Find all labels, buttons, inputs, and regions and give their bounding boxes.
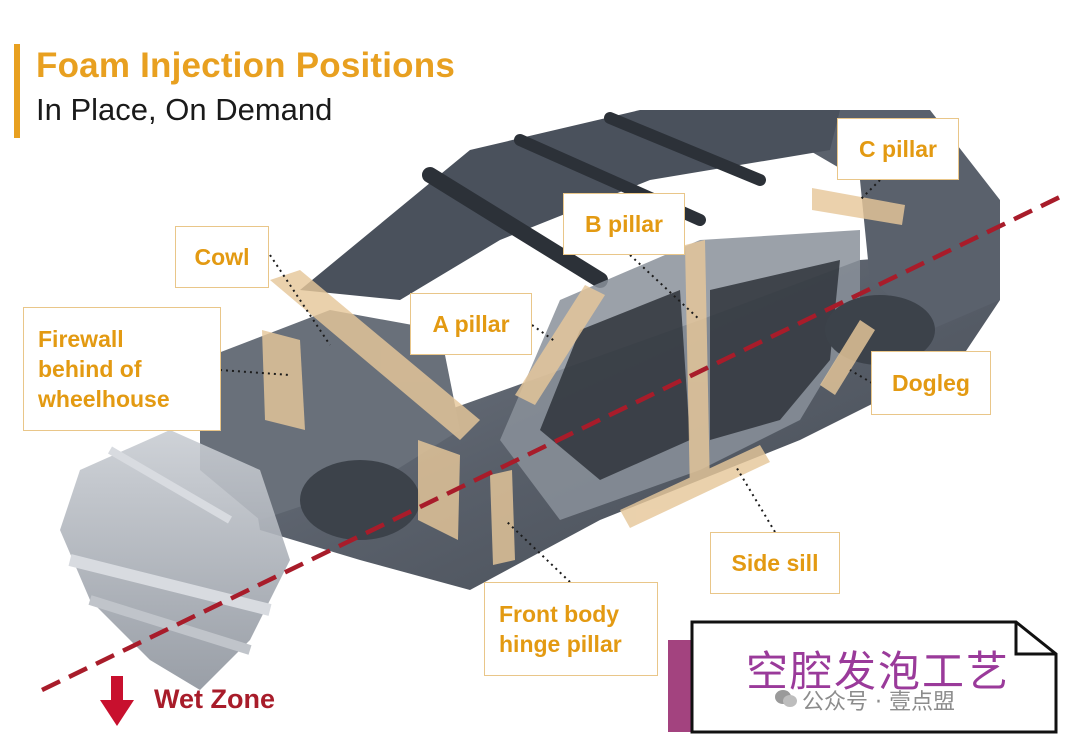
title-accent-bar [14,44,20,138]
foam-c-pillar [812,188,905,225]
foam-firewall [262,330,305,430]
foam-b-pillar [685,240,710,495]
arrow-down-icon [100,676,134,726]
label-a-pillar: A pillar [410,293,532,355]
label-dogleg: Dogleg [871,351,991,415]
page-subtitle: In Place, On Demand [36,92,333,127]
label-side-sill: Side sill [710,532,840,594]
leader-lines [219,179,881,583]
leader-dogleg [849,369,873,384]
foam-a-pillar [515,285,605,405]
wet-zone-line [41,193,1063,693]
front-frame-beam-1 [68,554,272,616]
label-c-pillar: C pillar [837,118,959,180]
label-b-pillar: B pillar [563,193,685,255]
label-cowl: Cowl [175,226,269,288]
leader-b-pillar [629,254,701,321]
front-wheel-arch [300,460,420,540]
watermark-text: 公众号 · 壹点盟 [802,690,955,715]
front-frame-beam-3 [107,446,233,524]
front-frame [60,430,290,690]
foam-front-panel [418,440,460,540]
roof-member-3 [604,112,766,186]
leader-side-sill [734,464,776,533]
door-opening-rear [710,260,840,440]
foam-cowl [270,270,480,440]
label-firewall: Firewall behind of wheelhouse [23,307,221,431]
foam-side-sill [620,445,770,528]
wet-zone-label: Wet Zone [154,684,275,714]
roof-member-1 [422,167,608,288]
label-front-body-hinge-pillar: Front body hinge pillar [484,582,658,676]
banner-title: 空腔发泡工艺 [746,647,1011,696]
leader-cowl [269,254,331,346]
foam-hinge-pillar [490,470,515,565]
process-banner [668,620,1058,734]
foam-dogleg [820,320,875,395]
page-title: Foam Injection Positions [36,46,456,85]
front-frame-beam-2 [88,595,252,655]
foam-positions [262,188,905,565]
wechat-icon [775,690,797,707]
leader-a-pillar [531,324,557,343]
